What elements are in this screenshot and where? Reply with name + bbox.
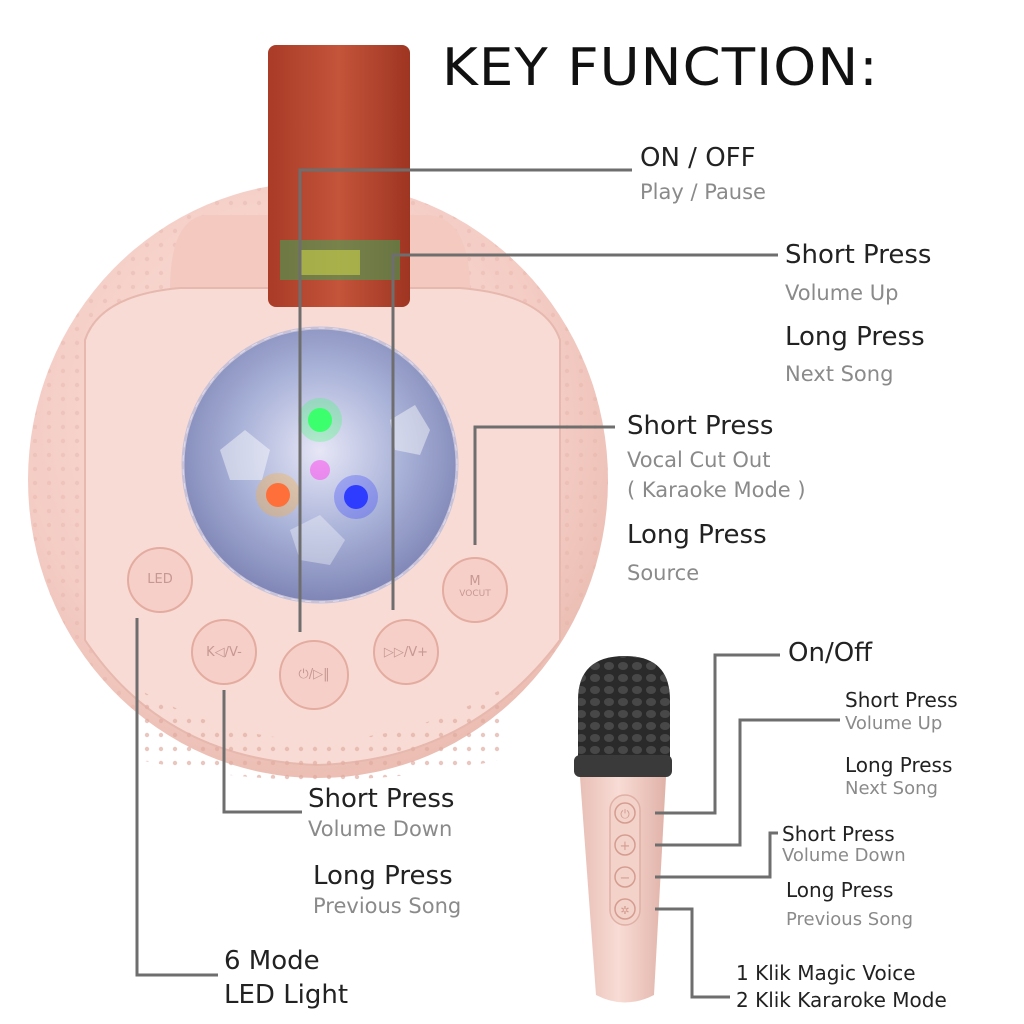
mode-short-press-title: Short Press <box>627 411 774 441</box>
mode-long-press-desc: Source <box>627 561 700 585</box>
power-play-pause-button[interactable]: ⏻/▷‖ <box>298 667 330 682</box>
svg-text:+: + <box>620 839 631 854</box>
mic-magic-line-1: 1 Klik Magic Voice <box>736 961 916 985</box>
mode-button[interactable]: M VOCUT <box>451 574 499 599</box>
mode-long-press-title: Long Press <box>627 520 767 550</box>
svg-text:✲: ✲ <box>620 904 629 917</box>
power-callout-desc: Play / Pause <box>640 180 766 204</box>
speaker-buttons <box>127 547 508 710</box>
mic-plus-short-title: Short Press <box>845 688 958 712</box>
mic-minus-long-desc: Previous Song <box>786 909 914 930</box>
mode-button-top-label: M <box>469 574 481 589</box>
next-long-press-desc: Next Song <box>785 362 894 386</box>
prev-short-press-title: Short Press <box>308 784 455 814</box>
mode-short-press-desc-2: ( Karaoke Mode ) <box>627 478 806 502</box>
mic-minus-long-title: Long Press <box>786 878 894 902</box>
next-long-press-title: Long Press <box>785 322 925 352</box>
mic-magic-line-2: 2 Klik Kararoke Mode <box>736 988 947 1012</box>
mode-short-press-desc: Vocal Cut Out <box>627 448 771 472</box>
mic-power-callout: On/Off <box>788 638 873 668</box>
prev-long-press-title: Long Press <box>313 861 453 891</box>
svg-text:⏻: ⏻ <box>620 807 630 821</box>
next-short-press-title: Short Press <box>785 240 932 270</box>
led-callout-line-2: LED Light <box>224 980 349 1010</box>
disco-ball <box>181 326 459 604</box>
led-button[interactable]: LED <box>147 572 173 587</box>
mic-plus-short-desc: Volume Up <box>845 713 943 734</box>
next-volume-up-button[interactable]: ▷▷/V+ <box>383 645 429 660</box>
power-callout-title: ON / OFF <box>640 143 756 173</box>
svg-text:−: − <box>620 871 631 886</box>
mic-minus-short-desc: Volume Down <box>782 845 906 866</box>
next-short-press-desc: Volume Up <box>785 281 899 305</box>
leader-lines <box>135 168 840 999</box>
led-callout-line-1: 6 Mode <box>224 946 320 976</box>
strap <box>268 45 410 307</box>
mode-button-bottom-label: VOCUT <box>459 589 491 599</box>
prev-long-press-desc: Previous Song <box>313 894 462 918</box>
page-title: KEY FUNCTION: <box>442 38 879 98</box>
microphone: ⏻ + − ✲ <box>574 656 672 1003</box>
prev-short-press-desc: Volume Down <box>308 817 453 841</box>
mic-minus-short-title: Short Press <box>782 822 895 846</box>
mic-plus-long-title: Long Press <box>845 753 953 777</box>
prev-volume-down-button[interactable]: K◁/V- <box>206 645 242 660</box>
mic-plus-long-desc: Next Song <box>845 778 938 799</box>
